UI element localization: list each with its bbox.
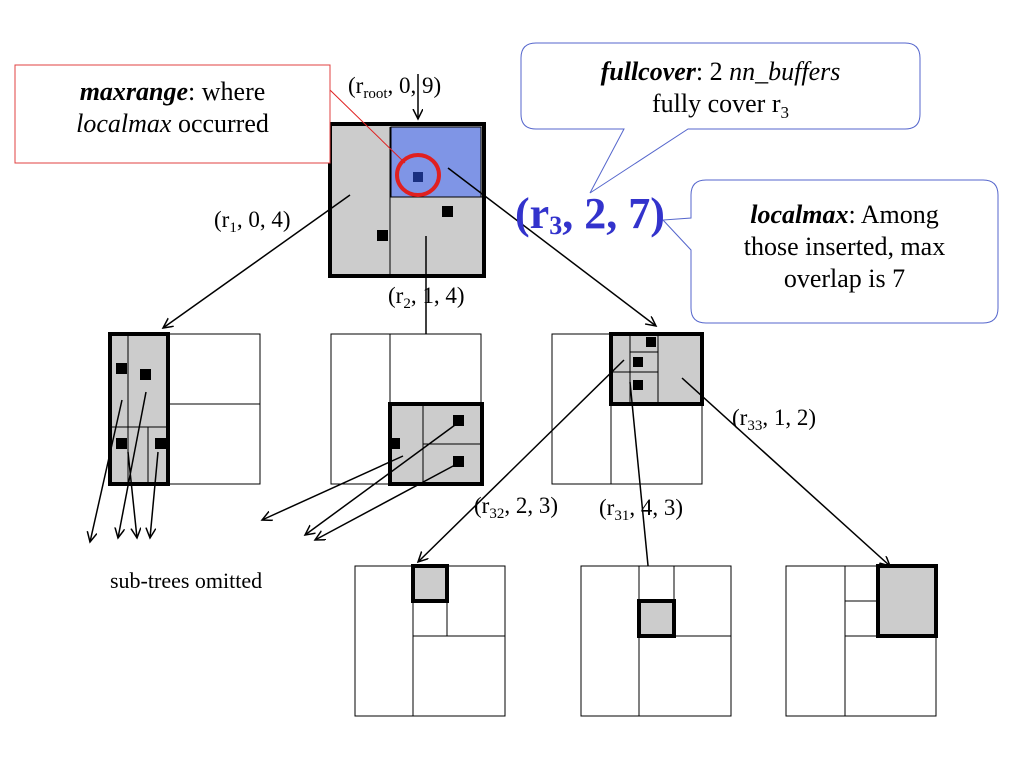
node-r31: [580, 565, 732, 717]
edge-root-r1: [163, 194, 351, 328]
fullcover-callout-bubble: [520, 42, 921, 194]
label-r31: (r31, 4, 3): [599, 495, 683, 524]
label-r2: (r2, 1, 4): [388, 283, 465, 312]
node-r32: [354, 564, 506, 717]
fullcover-term: fullcover: [600, 57, 696, 86]
node-r2: [330, 333, 484, 486]
maxrange-callout-box: [14, 64, 331, 164]
label-r1: (r1, 0, 4): [214, 207, 291, 236]
node-r33: [785, 564, 938, 717]
label-r32: (r32, 2, 3): [474, 493, 558, 522]
localmax-callout-text: localmax: Among those inserted, max over…: [743, 200, 946, 293]
fullcover-callout-text: fullcover: 2 nn_buffers fully cover r3: [600, 57, 841, 123]
subtrees-omitted-label: sub-trees omitted: [110, 568, 263, 593]
localmax-callout-bubble: [661, 179, 999, 324]
edge-r3-r32: [418, 359, 625, 562]
maxrange-pointer-line: [329, 89, 406, 164]
localmax-term: localmax: [750, 200, 849, 229]
edge-root-r3: [447, 167, 656, 326]
label-r3: (r3, 2, 7): [515, 189, 665, 240]
edge-r3-r31: [629, 381, 651, 596]
node-r1: [108, 332, 261, 486]
localmax-point: [413, 172, 423, 182]
maxrange-callout-text: maxrange: where localmax occurred: [76, 77, 269, 138]
node-r3: [551, 332, 704, 485]
maxrange-term: maxrange: [79, 77, 189, 106]
localmax-highlight-circle: [395, 153, 441, 197]
label-r33: (r33, 1, 2): [732, 405, 816, 434]
label-root: (rroot, 0, 9): [348, 73, 442, 102]
root-node: [328, 122, 486, 278]
edge-r3-r33: [681, 377, 890, 566]
